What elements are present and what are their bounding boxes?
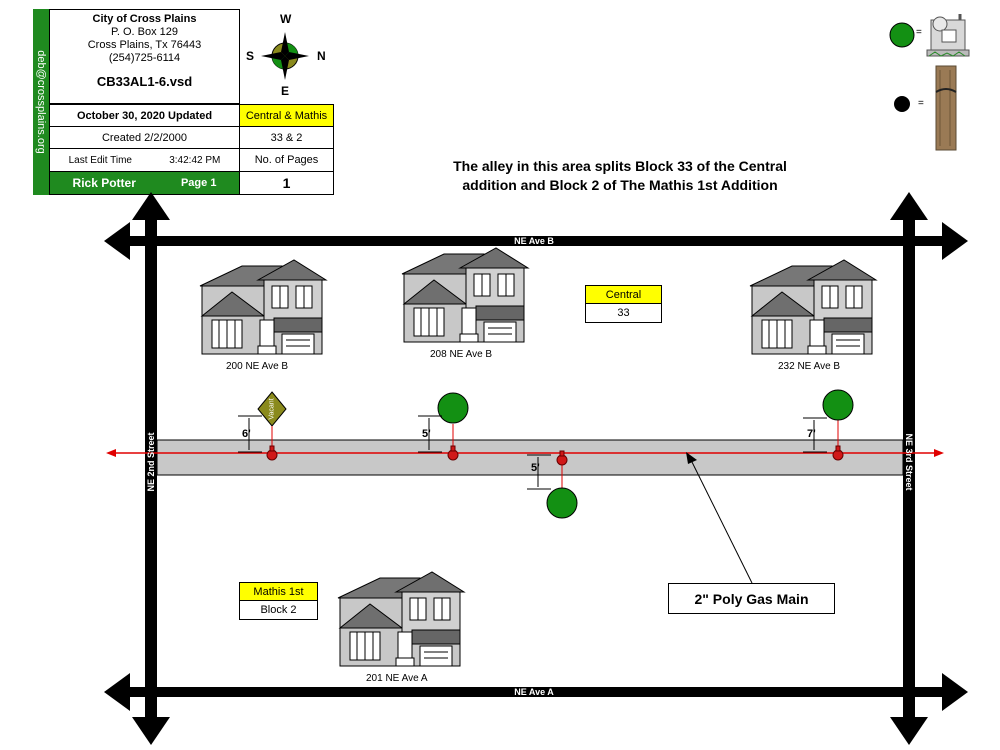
street-label-top: NE Ave B xyxy=(514,236,554,246)
legend-pole-equals: = xyxy=(918,98,924,109)
callout-leader xyxy=(689,457,753,584)
legend-meter-equals: = xyxy=(916,27,922,38)
utility-pole-icon xyxy=(935,65,957,151)
org-phone: (254)725-6114 xyxy=(108,52,181,64)
gas-meter-icon xyxy=(926,14,970,57)
gas-meter-201 xyxy=(546,487,578,519)
address-208-ne-ave-b: 208 NE Ave B xyxy=(430,349,493,360)
vacant-sign xyxy=(257,391,287,448)
house-201-ne-ave-a xyxy=(337,571,465,667)
pages-count-cell: 1 xyxy=(239,171,334,195)
road-arrow-east-top xyxy=(942,222,968,260)
street-label-bottom: NE Ave A xyxy=(514,687,554,697)
author-name: Rick Potter xyxy=(72,176,136,190)
callout-arrowhead xyxy=(686,452,697,464)
house-200-ne-ave-b xyxy=(199,259,327,355)
block-label-mathis-number: Block 2 xyxy=(240,601,317,619)
block-label-central-name: Central xyxy=(586,286,661,304)
vacant-sign-label: Vacant xyxy=(268,398,276,420)
dimension-201: 5' xyxy=(531,462,540,474)
dimension-208: 5' xyxy=(422,428,431,440)
dimension-lines xyxy=(238,415,827,490)
block-label-central: Central 33 xyxy=(585,285,662,323)
roads xyxy=(104,192,968,745)
road-arrow-north-right xyxy=(890,192,928,220)
org-info-cell: City of Cross Plains P. O. Box 129 Cross… xyxy=(49,9,240,104)
compass-north: N xyxy=(317,49,326,63)
title-block: deb@crossplains.org City of Cross Plains… xyxy=(33,9,334,195)
compass-west: W xyxy=(280,12,292,26)
gas-main xyxy=(106,449,944,457)
legend-graphics xyxy=(889,14,970,151)
road-arrow-east-bottom xyxy=(942,673,968,711)
compass-east: E xyxy=(281,84,290,98)
gas-meter-232 xyxy=(822,389,854,421)
last-edit-label: Last Edit Time xyxy=(68,154,132,166)
road-arrow-west-top xyxy=(104,222,130,260)
gas-main-arrow-east xyxy=(934,449,944,457)
address-201-ne-ave-a: 201 NE Ave A xyxy=(366,673,428,684)
dimension-232: 7' xyxy=(807,428,816,440)
compass-south: S xyxy=(246,49,255,63)
service-232 xyxy=(822,389,854,448)
area-name-cell: Central & Mathis xyxy=(239,104,334,127)
road-arrow-north-left xyxy=(132,192,170,220)
author-cell: Rick Potter Page 1 xyxy=(49,171,240,195)
file-name: CB33AL1-6.vsd xyxy=(96,74,193,89)
gas-main-callout: 2" Poly Gas Main xyxy=(668,583,835,614)
last-edit-time: 3:42:42 PM xyxy=(169,154,221,166)
block-label-central-number: 33 xyxy=(586,304,661,322)
email-sidebar: deb@crossplains.org xyxy=(33,9,50,195)
org-address-2: Cross Plains, Tx 76443 xyxy=(87,39,202,51)
road-arrow-south-left xyxy=(132,717,170,745)
road-ne-3rd-street xyxy=(903,210,915,730)
road-ne-2nd-street xyxy=(145,210,157,730)
road-ne-ave-b xyxy=(120,236,950,246)
legend: = = xyxy=(888,8,996,153)
service-208 xyxy=(437,392,469,448)
org-name: City of Cross Plains xyxy=(92,13,197,25)
area-note-line1: The alley in this area splits Block 33 o… xyxy=(453,158,787,174)
org-address-1: P. O. Box 129 xyxy=(110,26,179,38)
dimension-200: 6' xyxy=(242,428,251,440)
block-label-mathis-name: Mathis 1st xyxy=(240,583,317,601)
area-note: The alley in this area splits Block 33 o… xyxy=(400,157,840,195)
house-208-ne-ave-b xyxy=(401,247,529,343)
compass-rose: W S N E xyxy=(245,12,330,100)
address-200-ne-ave-b: 200 NE Ave B xyxy=(226,361,289,372)
area-note-line2: addition and Block 2 of The Mathis 1st A… xyxy=(462,177,778,193)
road-ne-ave-a xyxy=(120,687,950,697)
house-232-ne-ave-b xyxy=(749,259,877,355)
alley xyxy=(156,439,904,476)
gas-main-arrow-west xyxy=(106,449,116,457)
gas-meter-208 xyxy=(437,392,469,424)
street-label-left: NE 2nd Street xyxy=(146,432,156,492)
road-arrow-south-right xyxy=(890,717,928,745)
address-232-ne-ave-b: 232 NE Ave B xyxy=(778,361,841,372)
block-label-mathis: Mathis 1st Block 2 xyxy=(239,582,318,620)
compass-icon xyxy=(261,32,309,80)
page-label: Page 1 xyxy=(180,177,217,189)
street-label-right: NE 3rd Street xyxy=(904,433,914,491)
road-arrow-west-bottom xyxy=(104,673,130,711)
